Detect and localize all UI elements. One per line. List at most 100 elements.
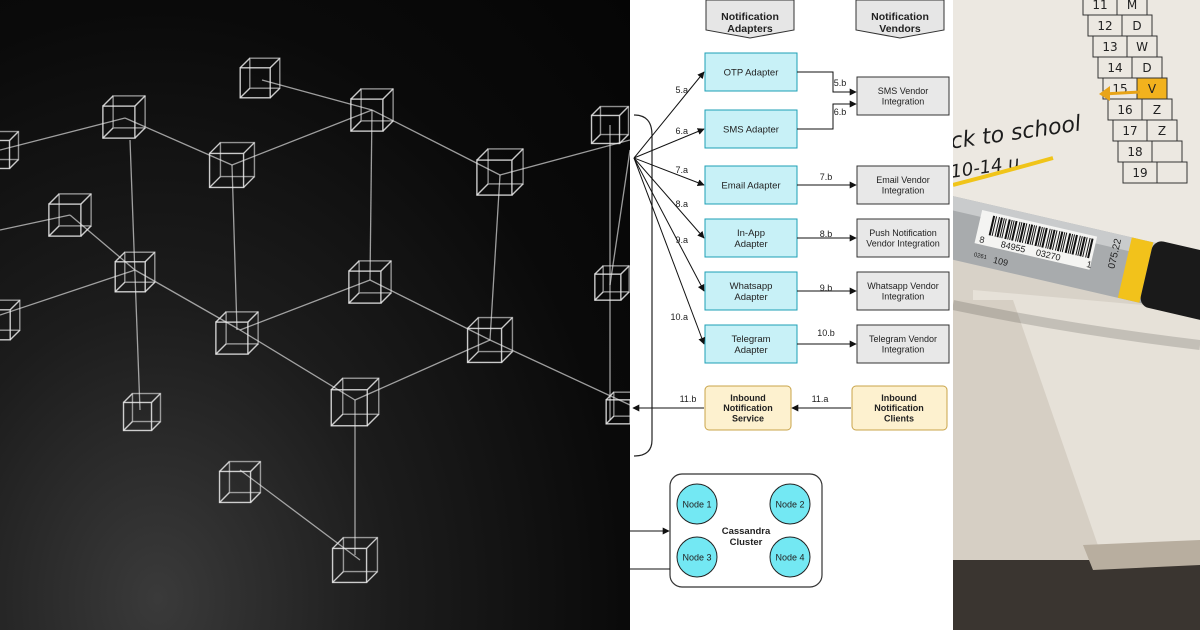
link-line bbox=[231, 109, 373, 166]
cube-edge bbox=[151, 393, 161, 403]
cube-back-face bbox=[599, 105, 630, 136]
cube-front-face bbox=[466, 327, 503, 364]
cube-front-face bbox=[590, 114, 621, 145]
cube-edge bbox=[350, 88, 362, 100]
cluster-node: Node 4 bbox=[769, 536, 811, 578]
barcode-bar bbox=[1077, 236, 1083, 256]
cube-front-face bbox=[208, 152, 245, 189]
cube-edge bbox=[215, 311, 227, 323]
cube-back-face bbox=[225, 311, 259, 345]
table-day-number: 19 bbox=[1132, 166, 1147, 180]
cube-edge bbox=[366, 537, 378, 549]
cube-shape bbox=[348, 260, 392, 304]
cube-edge bbox=[605, 391, 615, 401]
barcode-bar bbox=[1018, 222, 1026, 243]
table-day-number: 13 bbox=[1102, 40, 1117, 54]
node-label: Node 4 bbox=[775, 553, 804, 563]
cube-shape bbox=[350, 88, 394, 132]
cube-edge bbox=[594, 265, 604, 275]
table-day-letter: D bbox=[1132, 19, 1141, 33]
link-line bbox=[371, 109, 501, 176]
table-row: 19 bbox=[1122, 161, 1188, 184]
adapter-edge-label: 7.a bbox=[675, 165, 688, 175]
cube-edge bbox=[9, 299, 21, 311]
inbound-service-label: Service bbox=[732, 414, 764, 424]
cube-edge bbox=[114, 251, 126, 263]
table-day-letter: V bbox=[1148, 82, 1157, 96]
adapter-edge-label: 8.a bbox=[675, 199, 688, 209]
cube-edge bbox=[9, 329, 21, 341]
adapter-arrow bbox=[633, 157, 705, 239]
adapter-arrow bbox=[633, 71, 705, 159]
cube-shape bbox=[0, 130, 20, 170]
link-line bbox=[134, 269, 241, 331]
link-line bbox=[0, 214, 71, 231]
cube-edge bbox=[9, 131, 19, 141]
cube-edge bbox=[605, 415, 615, 425]
inbound-service-label: Notification bbox=[723, 403, 773, 413]
cube-edge bbox=[476, 183, 489, 196]
cube-edge bbox=[348, 260, 360, 272]
link-line bbox=[369, 279, 491, 341]
cube-front-face bbox=[476, 159, 513, 196]
cube-front-face bbox=[218, 470, 252, 504]
adapter-arrow bbox=[633, 157, 706, 345]
inbound-service-label: Inbound bbox=[730, 393, 766, 403]
cube-front-face bbox=[48, 203, 82, 237]
link-line bbox=[609, 149, 630, 286]
cube-shape bbox=[218, 460, 262, 504]
inbound-edge-label: 11.b bbox=[680, 394, 697, 404]
inbound-clients-label: Clients bbox=[884, 414, 914, 424]
cube-edge bbox=[501, 317, 513, 329]
cube-edge bbox=[243, 176, 255, 188]
table-day-number: 18 bbox=[1127, 145, 1142, 159]
notebook-page bbox=[953, 0, 1200, 260]
barcode-bar bbox=[1056, 231, 1064, 252]
vendor-label: Vendor Integration bbox=[866, 238, 940, 248]
header-vendors-shape bbox=[855, 0, 945, 39]
link-line bbox=[499, 139, 630, 176]
cube-edge bbox=[591, 106, 601, 116]
cube-front-face bbox=[0, 139, 11, 170]
vendor-label: Integration bbox=[882, 96, 925, 106]
cube-edge bbox=[380, 292, 392, 304]
cube-edge bbox=[80, 225, 92, 237]
vendor-label: Integration bbox=[882, 185, 925, 195]
cube-edge bbox=[332, 537, 344, 549]
adapter-rect bbox=[704, 218, 798, 258]
barcode-bar bbox=[1047, 229, 1053, 249]
cube-edge bbox=[467, 317, 479, 329]
table-edge bbox=[953, 560, 1200, 630]
bracket bbox=[633, 114, 653, 457]
cubes bbox=[0, 57, 630, 584]
barcode-bar bbox=[1064, 233, 1072, 254]
cube-edge bbox=[209, 142, 221, 154]
barcode-bar bbox=[1052, 230, 1058, 250]
barcode-bar bbox=[1039, 227, 1045, 248]
pen-code-large: 109 bbox=[992, 255, 1009, 268]
cube-edge bbox=[366, 413, 380, 427]
cube-front-face bbox=[122, 401, 153, 432]
adapter-label: Adapter bbox=[734, 239, 767, 250]
vendor-rect bbox=[856, 324, 950, 364]
barcode-digit: 1 bbox=[1086, 259, 1093, 270]
table-day-letter: W bbox=[1136, 40, 1148, 54]
cube-shape bbox=[122, 392, 162, 432]
cube-edge bbox=[123, 393, 133, 403]
vendor-arrow bbox=[797, 100, 857, 130]
adapter-rect bbox=[704, 324, 798, 364]
cube-back-face bbox=[342, 536, 379, 573]
cube-edge bbox=[123, 421, 133, 431]
cube-edge bbox=[501, 351, 513, 363]
cube-shape bbox=[215, 311, 259, 355]
cube-edge bbox=[102, 127, 114, 139]
barcode-digit: 8 bbox=[978, 234, 985, 245]
cube-back-face bbox=[0, 299, 21, 331]
vendor-rect bbox=[856, 76, 950, 116]
link-line bbox=[231, 164, 238, 331]
